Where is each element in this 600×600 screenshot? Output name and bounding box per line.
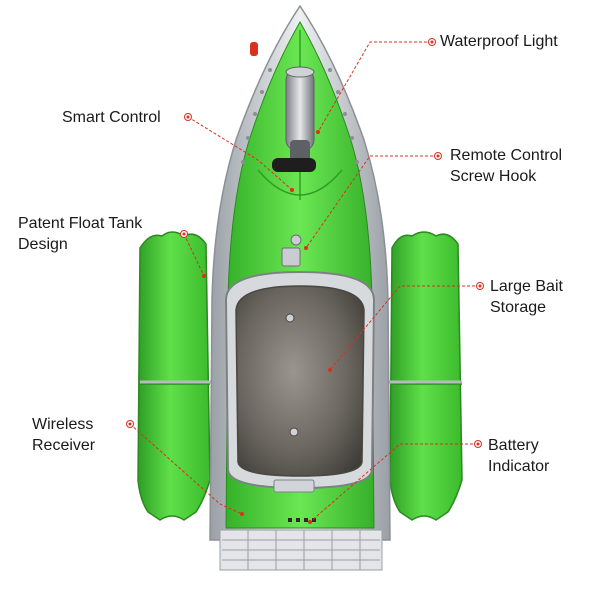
antenna-knob bbox=[250, 42, 258, 56]
rear-grille bbox=[219, 529, 383, 571]
battery-indicator-leds bbox=[288, 518, 316, 522]
label-line-1: Battery bbox=[488, 437, 539, 454]
label-line-1: Wireless bbox=[32, 416, 94, 433]
label-smart-control: Smart Control bbox=[62, 107, 161, 128]
label-text: Waterproof Light bbox=[440, 33, 558, 50]
label-wireless-receiver: Wireless Receiver bbox=[32, 414, 95, 456]
label-battery-indicator: Battery Indicator bbox=[488, 435, 549, 477]
callout-lines bbox=[129, 41, 480, 523]
bait-storage-tray bbox=[224, 270, 376, 490]
rear-latch bbox=[273, 479, 315, 493]
callout-dots bbox=[126, 38, 484, 524]
label-line-1: Remote Control bbox=[450, 147, 563, 164]
right-float-tank bbox=[389, 231, 463, 521]
label-line-1: Large Bait bbox=[490, 278, 563, 295]
waterproof-light bbox=[285, 66, 315, 166]
label-large-bait-storage: Large Bait Storage bbox=[490, 276, 563, 318]
smart-control-badge bbox=[272, 158, 316, 172]
label-remote-control-screw-hook: Remote Control Screw Hook bbox=[450, 145, 562, 187]
label-line-1: Patent Float Tank bbox=[18, 215, 143, 232]
label-text: Smart Control bbox=[62, 109, 161, 126]
label-line-2: Design bbox=[18, 236, 68, 253]
label-patent-float-tank: Patent Float Tank Design bbox=[18, 213, 142, 255]
hull-rivets bbox=[241, 68, 359, 164]
label-line-2: Screw Hook bbox=[450, 168, 537, 185]
label-line-2: Receiver bbox=[32, 437, 96, 454]
screw-hook bbox=[281, 234, 302, 267]
label-waterproof-light: Waterproof Light bbox=[440, 31, 558, 52]
label-line-2: Indicator bbox=[488, 458, 550, 475]
label-line-2: Storage bbox=[490, 299, 547, 316]
left-float-tank bbox=[137, 231, 211, 521]
